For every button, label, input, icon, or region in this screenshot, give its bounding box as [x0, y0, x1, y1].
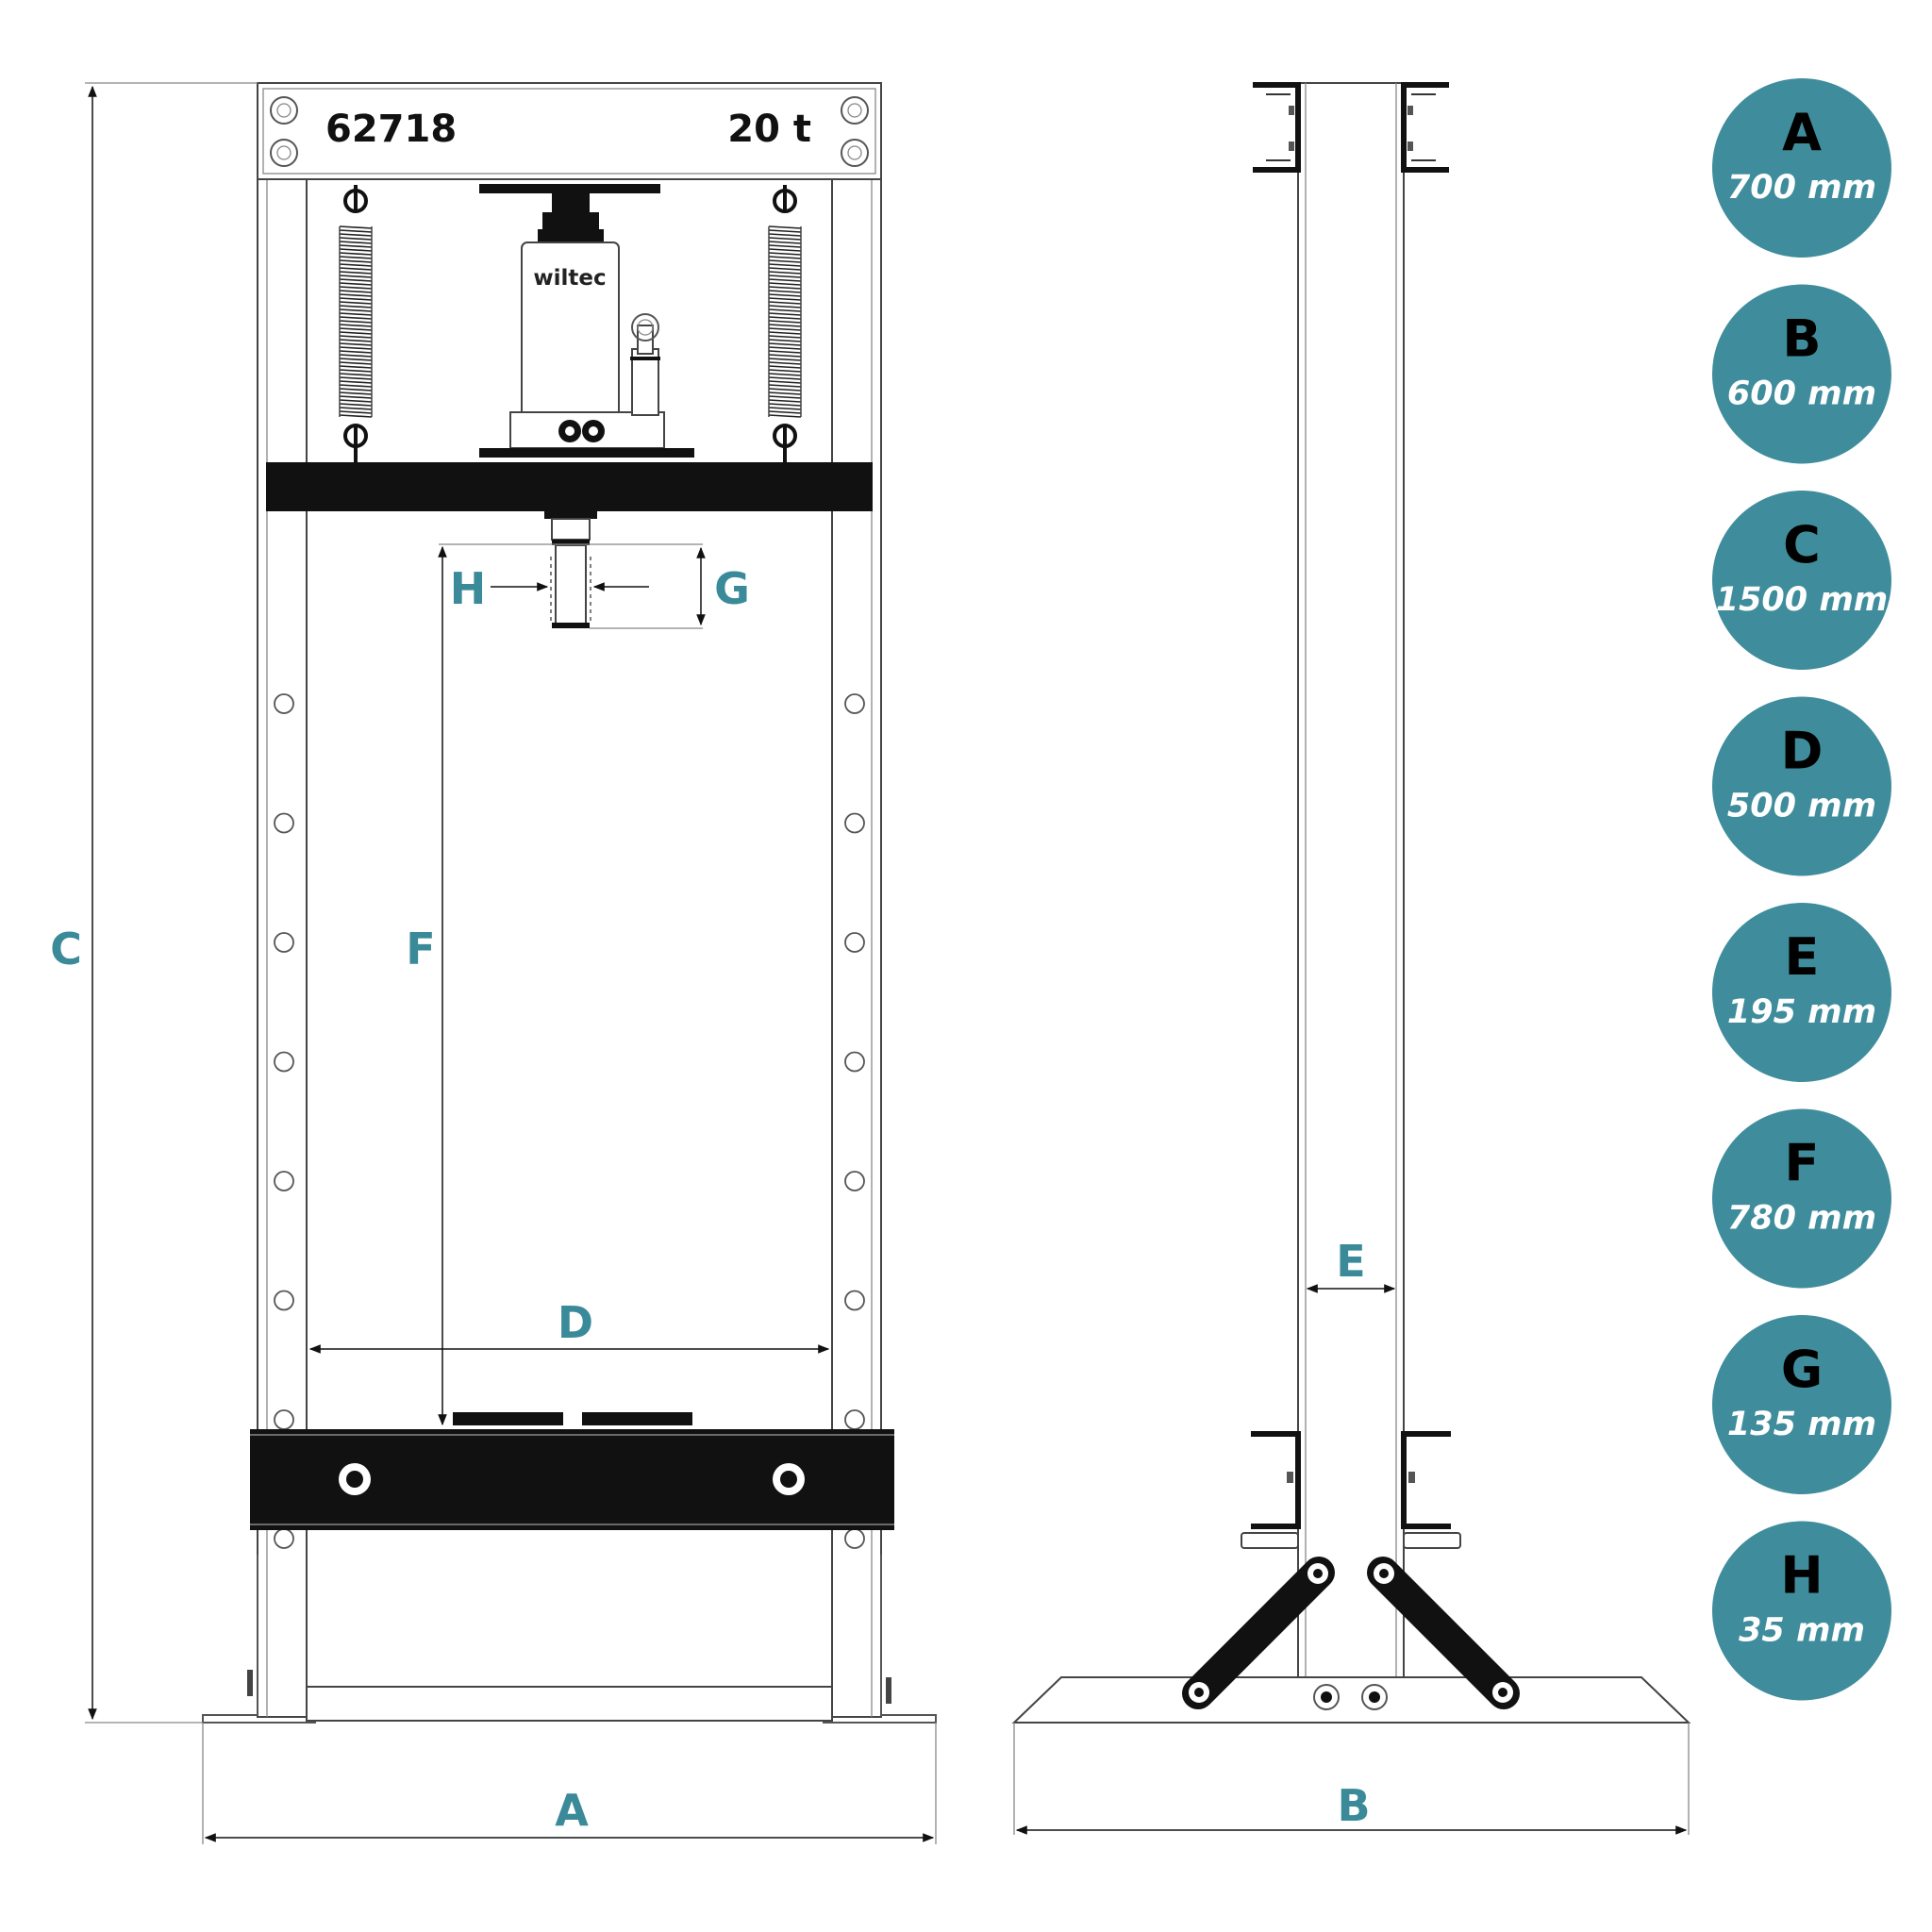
dimension-f-label: F — [406, 924, 435, 974]
hole-icon — [844, 932, 865, 953]
legend-bubble-b: B 600 mm — [1712, 284, 1891, 464]
capacity-label: 20 t — [727, 108, 811, 151]
bed-side-brackets — [1241, 1431, 1461, 1549]
top-crossbeam — [257, 82, 882, 180]
upper-bolster — [266, 462, 873, 511]
right-spring — [768, 185, 802, 462]
legend-circle — [1712, 696, 1891, 876]
ram-piston — [544, 511, 597, 628]
hole-icon — [844, 693, 865, 714]
top-side-brackets — [1253, 82, 1449, 173]
legend-value: 780 mm — [1727, 1200, 1876, 1238]
legend-value: 35 mm — [1739, 1612, 1865, 1650]
legend-bubble-c: C 1500 mm — [1712, 491, 1891, 670]
dimension-d-label: D — [558, 1297, 593, 1348]
legend-bubble-h: H 35 mm — [1712, 1521, 1891, 1701]
legend-value: 700 mm — [1727, 169, 1876, 207]
hole-icon — [274, 693, 294, 714]
press-block-left — [453, 1412, 563, 1425]
right-foot — [823, 1555, 937, 1724]
lower-crossbar — [306, 1686, 833, 1722]
base-bolts — [1313, 1684, 1388, 1710]
legend-bubble-f: F 780 mm — [1712, 1108, 1891, 1289]
front-view: 62718 20 t wiltec — [50, 82, 937, 1844]
legend-value: 135 mm — [1727, 1406, 1876, 1443]
legend-letter: C — [1783, 515, 1821, 575]
dimension-h-label: H — [450, 563, 487, 614]
top-bolts — [270, 96, 869, 167]
legend-letter: E — [1785, 927, 1820, 987]
legend-bubble-d: D 500 mm — [1712, 696, 1891, 876]
dimension-g-label: G — [714, 563, 750, 614]
legend-circle — [1712, 1108, 1891, 1289]
hole-icon — [844, 1290, 865, 1311]
bottle-jack: wiltec — [479, 184, 694, 458]
bed-pins — [339, 1463, 805, 1495]
hole-icon — [274, 1290, 294, 1311]
hole-icon — [274, 1051, 294, 1073]
legend-value: 500 mm — [1727, 788, 1876, 825]
hole-icon — [844, 1051, 865, 1073]
legend-circle — [1712, 284, 1891, 464]
hole-icon — [844, 1409, 865, 1430]
dimension-e-label: E — [1336, 1236, 1365, 1287]
legend-letter: H — [1780, 1546, 1823, 1606]
left-spring — [339, 185, 373, 462]
legend-letter: G — [1781, 1340, 1823, 1399]
dimension-a-label: A — [555, 1785, 589, 1836]
left-foot — [202, 1555, 316, 1724]
side-view: B E — [1011, 82, 1691, 1835]
hole-icon — [274, 1409, 294, 1430]
hole-icon — [274, 1528, 294, 1549]
legend-circle — [1712, 78, 1891, 258]
legend-value: 195 mm — [1727, 993, 1876, 1031]
legend-value: 600 mm — [1727, 375, 1876, 413]
legend-circle — [1712, 1521, 1891, 1701]
legend-circle — [1712, 1315, 1891, 1494]
press-block-right — [582, 1412, 692, 1425]
legend-bubble-g: G 135 mm — [1712, 1315, 1891, 1494]
legend-letter: A — [1782, 103, 1822, 162]
dimension-legend: A 700 mm B 600 mm C 1500 mm D 500 mm E 195 mm F 780… — [1712, 78, 1891, 1701]
dimension-b-label: B — [1337, 1780, 1370, 1831]
side-column — [1297, 82, 1405, 1678]
hole-icon — [844, 812, 865, 834]
legend-circle — [1712, 903, 1891, 1082]
jack-brand: wiltec — [533, 266, 606, 291]
adjustment-holes — [274, 693, 865, 1549]
legend-bubble-a: A 700 mm — [1712, 78, 1891, 258]
model-number: 62718 — [325, 108, 457, 151]
legend-bubble-e: E 195 mm — [1712, 903, 1891, 1082]
legend-value: 1500 mm — [1716, 581, 1889, 619]
hole-icon — [274, 932, 294, 953]
legend-letter: B — [1782, 309, 1821, 369]
diagonal-struts — [1182, 1557, 1520, 1709]
legend-letter: D — [1781, 722, 1824, 781]
hole-icon — [274, 812, 294, 834]
side-base — [1011, 1676, 1691, 1724]
legend-circle — [1712, 491, 1891, 670]
dimension-c-label: C — [50, 924, 82, 974]
hole-icon — [844, 1528, 865, 1549]
hole-icon — [844, 1171, 865, 1191]
legend-letter: F — [1785, 1134, 1820, 1193]
hole-icon — [274, 1171, 294, 1191]
